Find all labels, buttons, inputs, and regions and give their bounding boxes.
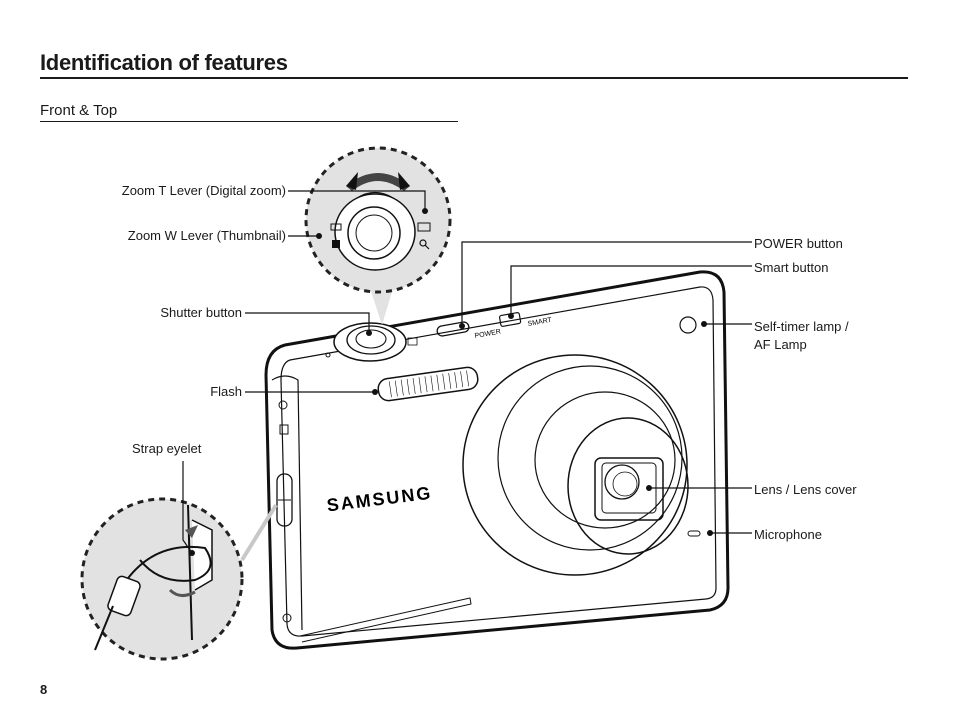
label-strap-eyelet: Strap eyelet <box>132 441 202 456</box>
top-controls <box>325 312 697 362</box>
section-title: Front & Top <box>40 102 118 119</box>
page-number: 8 <box>40 682 48 697</box>
label-flash: Flash <box>210 384 242 399</box>
side-controls <box>276 400 293 623</box>
section-rule <box>40 121 458 122</box>
label-self-timer-lamp: Self-timer lamp / <box>754 319 849 334</box>
title-rule <box>40 77 908 79</box>
label-lens-cover: Lens / Lens cover <box>754 482 857 497</box>
leader-dots <box>189 208 713 556</box>
page-title: Identification of features <box>40 50 288 75</box>
label-af-lamp: AF Lamp <box>754 337 807 352</box>
label-zoom-t-lever: Zoom T Lever (Digital zoom) <box>121 183 286 198</box>
label-shutter-button: Shutter button <box>160 305 242 320</box>
strap-callout <box>80 497 278 661</box>
label-smart-button: Smart button <box>754 260 829 275</box>
smart-marking: SMART <box>527 317 553 328</box>
zoom-lever-callout <box>304 146 452 325</box>
flash-window <box>377 366 479 402</box>
lens-assembly <box>462 354 701 576</box>
label-zoom-w-lever: Zoom W Lever (Thumbnail) <box>127 228 286 243</box>
label-power-button: POWER button <box>754 236 843 251</box>
label-microphone: Microphone <box>754 527 822 542</box>
power-marking: POWER <box>474 328 501 339</box>
leader-lines <box>182 190 752 554</box>
